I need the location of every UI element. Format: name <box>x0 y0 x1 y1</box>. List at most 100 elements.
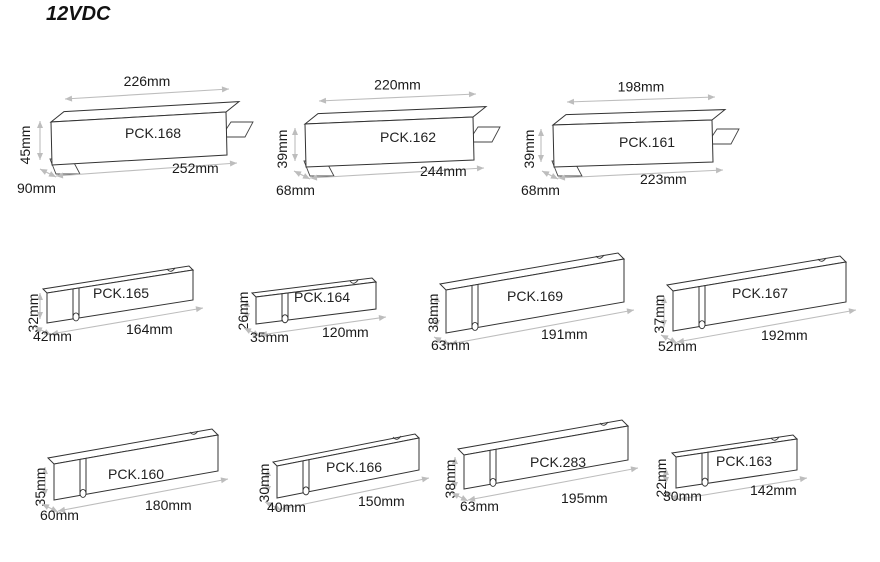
product-name: PCK.167 <box>732 285 788 301</box>
mounting-tab-rear <box>467 126 501 143</box>
height-label: 39mm <box>274 130 290 169</box>
length-dimension-arrow-start <box>281 504 289 511</box>
rear-notch <box>166 267 176 272</box>
depth-label: 63mm <box>431 337 470 353</box>
top-length-dimension-arrow-start <box>319 97 327 104</box>
length-dimension <box>259 316 387 336</box>
end-cap-hole <box>701 477 709 487</box>
rear-notch <box>349 279 359 284</box>
height-dimension-arrow-start <box>292 154 298 161</box>
length-dimension <box>449 309 635 345</box>
length-dimension-arrow-end <box>378 315 386 321</box>
length-label: 164mm <box>126 321 173 337</box>
box-front-face <box>46 269 194 324</box>
end-cap-hole <box>471 322 479 331</box>
height-dimension-arrow-start <box>37 153 43 160</box>
depth-dimension-arrow-start <box>35 327 43 333</box>
rear-notch <box>392 435 402 440</box>
product-name: PCK.283 <box>530 454 586 470</box>
top-length-dimension-arrow-end <box>468 91 476 98</box>
top-length-label: 198mm <box>618 79 665 95</box>
depth-dimension-arrow-end <box>252 330 260 336</box>
end-cap-hole <box>72 312 80 322</box>
product-name: PCK.162 <box>380 129 436 145</box>
depth-dimension-arrow-end <box>302 173 310 179</box>
rear-notch <box>770 436 780 441</box>
length-label: 191mm <box>541 326 588 342</box>
length-dimension-arrow-end <box>421 476 429 483</box>
top-length-dimension-arrow-start <box>567 98 575 105</box>
length-dimension <box>309 167 485 179</box>
depth-dimension-arrow-start <box>542 171 550 177</box>
length-label: 223mm <box>640 171 687 187</box>
height-dimension-arrow-start <box>37 312 43 319</box>
box-front-face <box>463 425 629 490</box>
height-dimension-arrow-start <box>663 477 669 484</box>
length-dimension <box>676 309 857 343</box>
depth-dimension-arrow-end <box>48 171 56 177</box>
depth-label: 52mm <box>658 338 697 354</box>
box-front-face <box>304 116 475 168</box>
length-dimension-arrow-end <box>220 477 228 484</box>
rear-notch <box>599 421 609 426</box>
product-name: PCK.161 <box>619 134 675 150</box>
depth-dimension-arrow-start <box>294 171 302 177</box>
box-front-face <box>672 261 847 332</box>
product-name: PCK.164 <box>294 289 350 305</box>
length-dimension-arrow-end <box>799 476 807 483</box>
height-label: 37mm <box>651 295 667 334</box>
depth-dimension-arrow-end <box>43 329 51 335</box>
length-dimension-arrow-start <box>468 495 476 502</box>
length-dimension-arrow-start <box>677 337 685 344</box>
length-dimension <box>57 478 229 512</box>
height-dimension-arrow-start <box>42 489 48 496</box>
length-label: 192mm <box>761 327 808 343</box>
length-dimension-arrow-end <box>476 165 484 172</box>
length-label: 120mm <box>322 324 369 340</box>
product-name: PCK.169 <box>507 288 563 304</box>
mounting-tab-rear <box>220 121 254 138</box>
length-dimension-arrow-start <box>58 506 66 513</box>
mounting-tab-rear <box>706 128 740 145</box>
height-label: 38mm <box>442 460 458 499</box>
length-dimension-arrow-start <box>450 339 458 346</box>
length-label: 195mm <box>561 490 608 506</box>
depth-label: 35mm <box>250 329 289 345</box>
length-dimension <box>467 467 639 501</box>
height-dimension-arrow-start <box>661 320 667 327</box>
page-title: 12VDC <box>46 3 111 25</box>
length-label: 180mm <box>145 497 192 513</box>
depth-label: 40mm <box>267 499 306 515</box>
height-dimension-arrow-end <box>538 129 544 136</box>
height-label: 22mm <box>653 459 669 498</box>
box-front-face <box>53 434 219 501</box>
length-dimension-arrow-end <box>626 308 634 315</box>
length-dimension <box>679 477 808 500</box>
top-length-dimension <box>566 96 716 103</box>
product-name: PCK.163 <box>716 453 772 469</box>
end-cap-hole <box>698 320 706 330</box>
height-dimension-arrow-end <box>292 128 298 135</box>
height-label: 35mm <box>32 468 48 507</box>
length-dimension <box>280 477 430 510</box>
depth-label: 68mm <box>276 182 315 198</box>
end-cap-hole <box>489 477 497 487</box>
depth-dimension-arrow-end <box>273 504 281 510</box>
depth-label: 63mm <box>460 498 499 514</box>
product-name: PCK.160 <box>108 466 164 482</box>
depth-dimension-arrow-start <box>244 328 252 334</box>
height-dimension-arrow-end <box>434 295 440 302</box>
depth-dimension-arrow-start <box>40 169 48 175</box>
height-dimension-arrow-end <box>452 457 458 464</box>
depth-dimension-arrow-start <box>434 337 442 343</box>
length-label: 142mm <box>750 482 797 498</box>
top-length-dimension-arrow-end <box>221 86 229 93</box>
length-dimension-arrow-end <box>630 466 638 473</box>
height-dimension-arrow-end <box>265 469 271 476</box>
box-front-face <box>50 111 228 166</box>
height-dimension-arrow-start <box>244 313 250 320</box>
